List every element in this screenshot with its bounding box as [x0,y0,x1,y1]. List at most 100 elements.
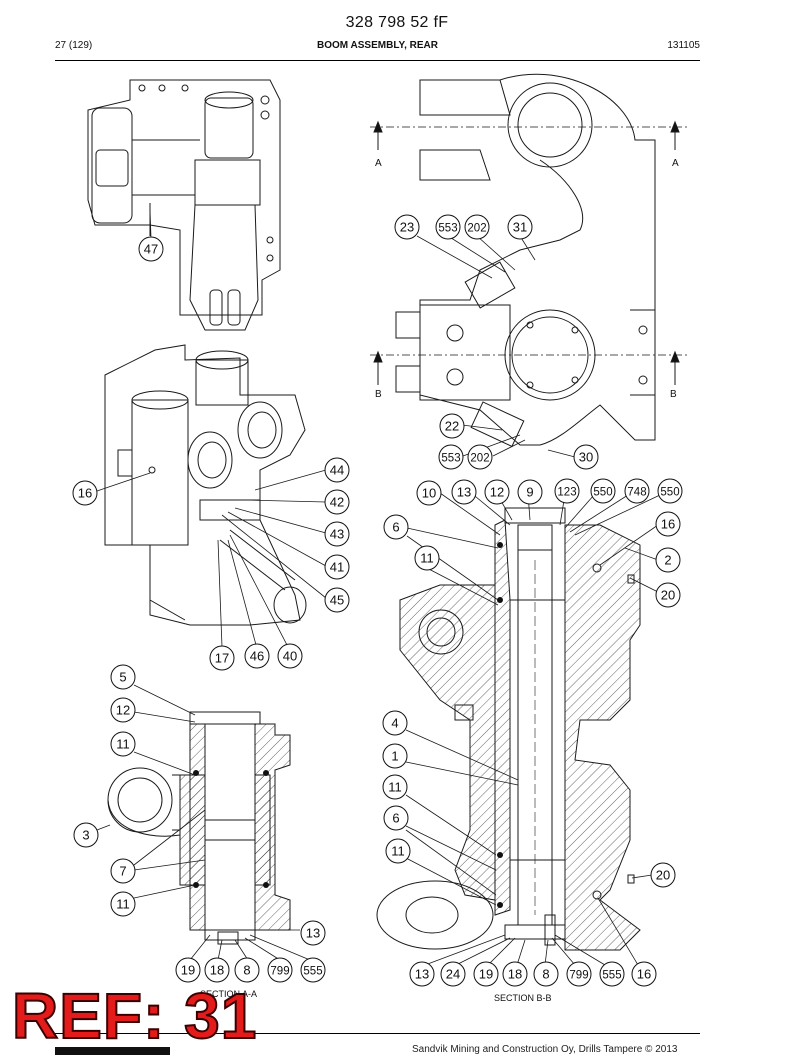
callout-circle [204,957,230,983]
callout-number: 20 [656,868,670,883]
callout-18: 18 [502,961,528,987]
callout-circle [234,957,260,983]
callout-number: 19 [479,967,493,982]
callout-45: 45 [324,587,350,613]
callout-circle [655,511,681,537]
callout-circle [324,587,350,613]
callout-circle [435,214,461,240]
callout-circle [383,514,409,540]
callout-circle [464,214,490,240]
callout-30: 30 [573,444,599,470]
callout-circle [394,214,420,240]
callout-circle [650,862,676,888]
callout-202: 202 [467,444,493,470]
callout-circle [573,444,599,470]
callout-circle [440,961,466,987]
callout-number: 553 [438,223,457,235]
callout-number: 13 [415,967,429,982]
callout-555: 555 [300,957,326,983]
section-aa-view [107,711,291,945]
callout-6: 6 [383,514,409,540]
callout-799: 799 [566,961,592,987]
footer-copyright: Sandvik Mining and Construction Oy, Dril… [412,1044,678,1055]
callout-6: 6 [383,805,409,831]
callout-16: 16 [655,511,681,537]
callout-circle [110,858,136,884]
callout-circle [467,444,493,470]
callout-number: 8 [243,963,250,978]
callout-number: 30 [579,450,593,465]
callout-23: 23 [394,214,420,240]
callout-circle [138,236,164,262]
section-bb-label: SECTION B-B [494,993,552,1003]
callout-number: 4 [391,716,398,731]
section-lines [370,126,690,356]
callout-circle [382,774,408,800]
callout-number: 22 [445,419,459,434]
callout-number: 553 [441,453,460,465]
page-number: 27 (129) [55,40,93,51]
callout-circle [409,961,435,987]
callout-number: 31 [513,220,527,235]
callout-circle [110,731,136,757]
callout-13: 13 [300,920,326,946]
callout-number: 799 [270,966,289,978]
callout-16: 16 [631,961,657,987]
callout-number: 20 [661,588,675,603]
callout-circle [473,961,499,987]
callout-3: 3 [73,822,99,848]
callout-number: 12 [490,485,504,500]
callout-circle [324,521,350,547]
section-letter-a-right: A [672,158,679,169]
section-letter-a-left: A [375,158,382,169]
callout-8: 8 [234,957,260,983]
callout-42: 42 [324,489,350,515]
callout-7: 7 [110,858,136,884]
callout-43: 43 [324,521,350,547]
callout-circle [599,961,625,987]
callout-number: 6 [392,520,399,535]
callout-17: 17 [209,645,235,671]
callout-5: 5 [110,664,136,690]
iso-view-top [87,79,281,331]
section-aa-label: SECTION A-A [200,989,258,999]
callout-20: 20 [650,862,676,888]
callout-number: 16 [78,486,92,501]
callout-circle [277,643,303,669]
section-letters: A A B B [375,158,679,400]
section-bb-view [376,507,641,951]
callout-number: 202 [470,453,489,465]
leader-lines [96,209,661,966]
callout-circle [73,822,99,848]
callout-circle [324,554,350,580]
callout-circle [438,444,464,470]
callout-number: 11 [388,780,402,795]
callout-799: 799 [267,957,293,983]
callout-202: 202 [464,214,490,240]
callout-number: 16 [661,517,675,532]
callout-circle [110,891,136,917]
callout-circle [554,478,580,504]
callout-44: 44 [324,457,350,483]
callout-12: 12 [110,697,136,723]
callout-40: 40 [277,643,303,669]
callout-number: 24 [446,967,460,982]
callout-18: 18 [204,957,230,983]
callout-circle [209,645,235,671]
callout-748: 748 [624,478,650,504]
callout-circle [72,480,98,506]
callout-2: 2 [655,547,681,573]
callout-circle [655,582,681,608]
callout-circle [439,413,465,439]
callout-number: 6 [392,811,399,826]
side-view [395,73,656,448]
callout-41: 41 [324,554,350,580]
seal-marks [193,542,503,908]
callout-number: 5 [119,670,126,685]
callout-number: 555 [303,966,322,978]
callout-circle [267,957,293,983]
callout-11: 11 [110,891,136,917]
callout-circle [382,710,408,736]
callout-number: 13 [306,926,320,941]
